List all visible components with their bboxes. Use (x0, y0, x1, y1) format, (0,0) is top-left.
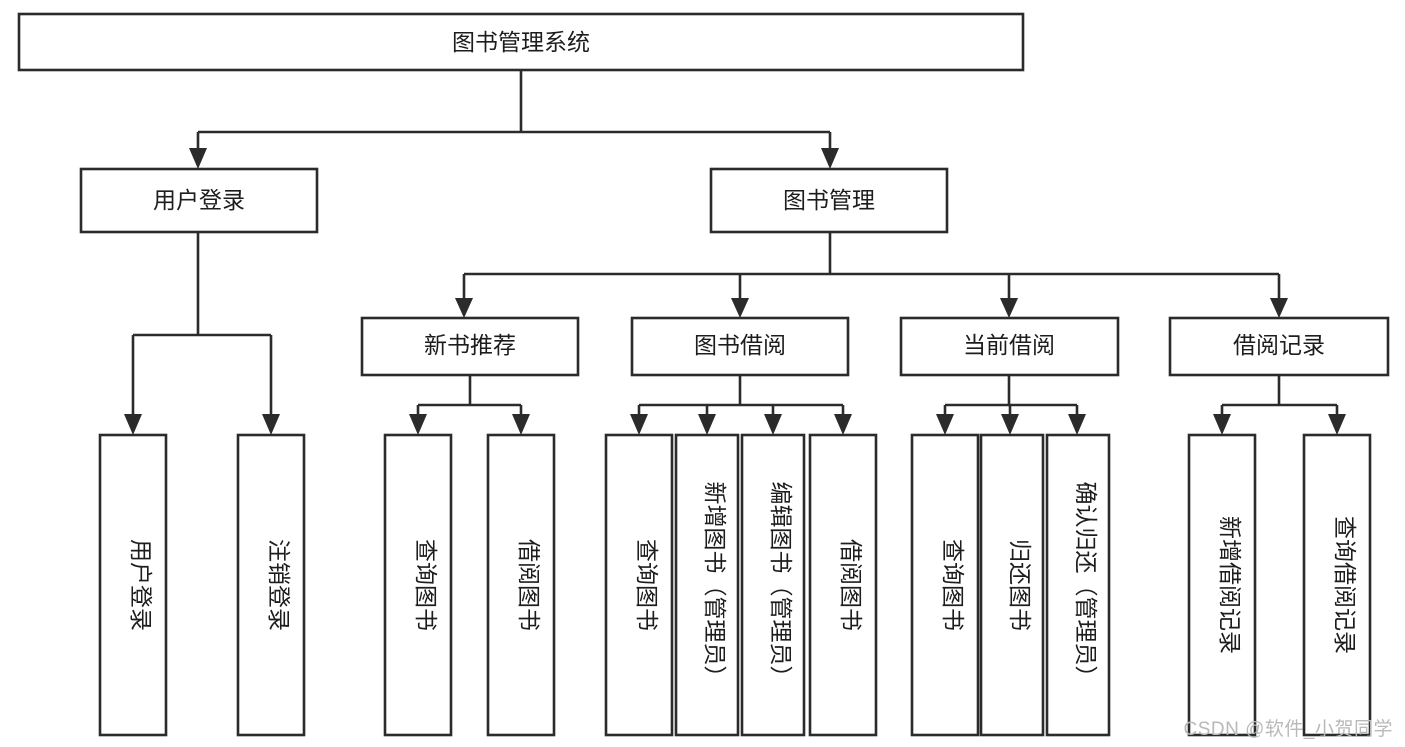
node-user-login[interactable]: 用户登录 (79, 167, 319, 234)
node-leaf-edit-book-label: 编辑图书（管理员） (768, 482, 794, 689)
arrowhead-current-borrow (1000, 298, 1018, 318)
node-leaf-user-login-label: 用户登录 (128, 539, 154, 631)
node-current-borrow[interactable]: 当前借阅 (899, 316, 1120, 377)
node-user-login-box[interactable] (79, 167, 319, 234)
node-leaf-query-book-1[interactable]: 查询图书 (383, 433, 453, 737)
node-leaf-query-record-label: 查询借阅记录 (1332, 516, 1358, 654)
node-leaf-add-record[interactable]: 新增借阅记录 (1187, 433, 1257, 737)
node-leaf-add-book-label: 新增图书（管理员） (702, 482, 728, 689)
node-leaf-logout-login-label: 注销登录 (266, 539, 292, 631)
node-book-manage[interactable]: 图书管理 (709, 167, 949, 234)
node-root[interactable]: 图书管理系统 (17, 12, 1025, 72)
arrowhead-user-login (189, 148, 207, 169)
node-borrow-record-box[interactable] (1168, 316, 1390, 377)
node-leaf-return-book[interactable]: 归还图书 (979, 433, 1045, 737)
node-borrow-record[interactable]: 借阅记录 (1168, 316, 1390, 377)
arrowhead-leaf-user-login (124, 414, 142, 435)
arrowhead-leaf-query-book-3 (936, 414, 954, 435)
node-leaf-edit-book-box[interactable] (740, 433, 806, 737)
node-leaf-add-book[interactable]: 新增图书（管理员） (674, 433, 740, 737)
arrowhead-book-manage (821, 148, 839, 169)
node-leaf-borrow-book-1-label: 借阅图书 (516, 539, 542, 631)
node-leaf-query-book-2-label: 查询图书 (634, 539, 660, 631)
node-leaf-borrow-book-2[interactable]: 借阅图书 (808, 433, 878, 737)
node-leaf-query-book-3[interactable]: 查询图书 (910, 433, 980, 737)
node-new-book-recommend[interactable]: 新书推荐 (360, 316, 580, 377)
node-root-box[interactable] (17, 12, 1025, 72)
node-leaf-confirm-return-box[interactable] (1045, 433, 1111, 737)
node-new-book-recommend-box[interactable] (360, 316, 580, 377)
node-leaf-logout-login[interactable]: 注销登录 (236, 433, 306, 737)
node-leaf-query-record[interactable]: 查询借阅记录 (1302, 433, 1372, 737)
arrowhead-borrow-record (1270, 298, 1288, 318)
node-leaf-borrow-book-2-label: 借阅图书 (838, 539, 864, 631)
node-leaf-user-login-box[interactable] (98, 433, 168, 737)
node-leaf-confirm-return-label: 确认归还（管理员） (1073, 482, 1099, 689)
node-leaf-add-record-box[interactable] (1187, 433, 1257, 737)
node-leaf-confirm-return[interactable]: 确认归还（管理员） (1045, 433, 1111, 737)
node-leaf-add-record-label: 新增借阅记录 (1217, 516, 1243, 654)
node-book-borrow-label: 图书借阅 (694, 332, 786, 358)
node-book-manage-label: 图书管理 (783, 187, 875, 213)
arrowhead-book-borrow (731, 298, 749, 318)
node-leaf-logout-login-box[interactable] (236, 433, 306, 737)
node-current-borrow-label: 当前借阅 (963, 332, 1055, 358)
arrowhead-leaf-borrow-book-2 (834, 414, 852, 435)
node-leaf-return-book-box[interactable] (979, 433, 1045, 737)
arrowhead-leaf-query-book-1 (409, 414, 427, 435)
node-leaf-borrow-book-1[interactable]: 借阅图书 (486, 433, 556, 737)
arrowhead-leaf-query-record (1328, 414, 1346, 435)
node-book-borrow[interactable]: 图书借阅 (630, 316, 850, 377)
node-leaf-add-book-box[interactable] (674, 433, 740, 737)
arrowhead-leaf-confirm-return (1068, 414, 1086, 435)
node-book-manage-box[interactable] (709, 167, 949, 234)
arrowhead-leaf-query-book-2 (630, 414, 648, 435)
connector-layer (124, 70, 1346, 435)
node-leaf-borrow-book-1-box[interactable] (486, 433, 556, 737)
arrowhead-leaf-add-record (1213, 414, 1231, 435)
arrowhead-leaf-return-book (1001, 414, 1019, 435)
node-book-borrow-box[interactable] (630, 316, 850, 377)
node-leaf-edit-book[interactable]: 编辑图书（管理员） (740, 433, 806, 737)
arrowhead-leaf-logout-login (262, 414, 280, 435)
arrowhead-leaf-add-book (698, 414, 716, 435)
node-leaf-query-book-1-label: 查询图书 (413, 539, 439, 631)
node-leaf-query-book-1-box[interactable] (383, 433, 453, 737)
node-new-book-recommend-label: 新书推荐 (424, 332, 516, 358)
node-user-login-label: 用户登录 (153, 187, 245, 213)
node-leaf-user-login[interactable]: 用户登录 (98, 433, 168, 737)
node-leaf-query-book-2-box[interactable] (604, 433, 674, 737)
arrowhead-leaf-borrow-book-1 (512, 414, 530, 435)
arrowhead-leaf-edit-book (764, 414, 782, 435)
node-leaf-query-book-2[interactable]: 查询图书 (604, 433, 674, 737)
node-leaf-query-book-3-label: 查询图书 (940, 539, 966, 631)
node-borrow-record-label: 借阅记录 (1233, 332, 1325, 358)
arrowhead-new-book-recommend (455, 298, 473, 318)
node-leaf-borrow-book-2-box[interactable] (808, 433, 878, 737)
node-root-label: 图书管理系统 (452, 29, 590, 55)
watermark-text: CSDN @软件_小贺同学 (1183, 719, 1393, 740)
node-leaf-query-record-box[interactable] (1302, 433, 1372, 737)
node-leaf-query-book-3-box[interactable] (910, 433, 980, 737)
node-leaf-return-book-label: 归还图书 (1007, 539, 1033, 631)
node-current-borrow-box[interactable] (899, 316, 1120, 377)
